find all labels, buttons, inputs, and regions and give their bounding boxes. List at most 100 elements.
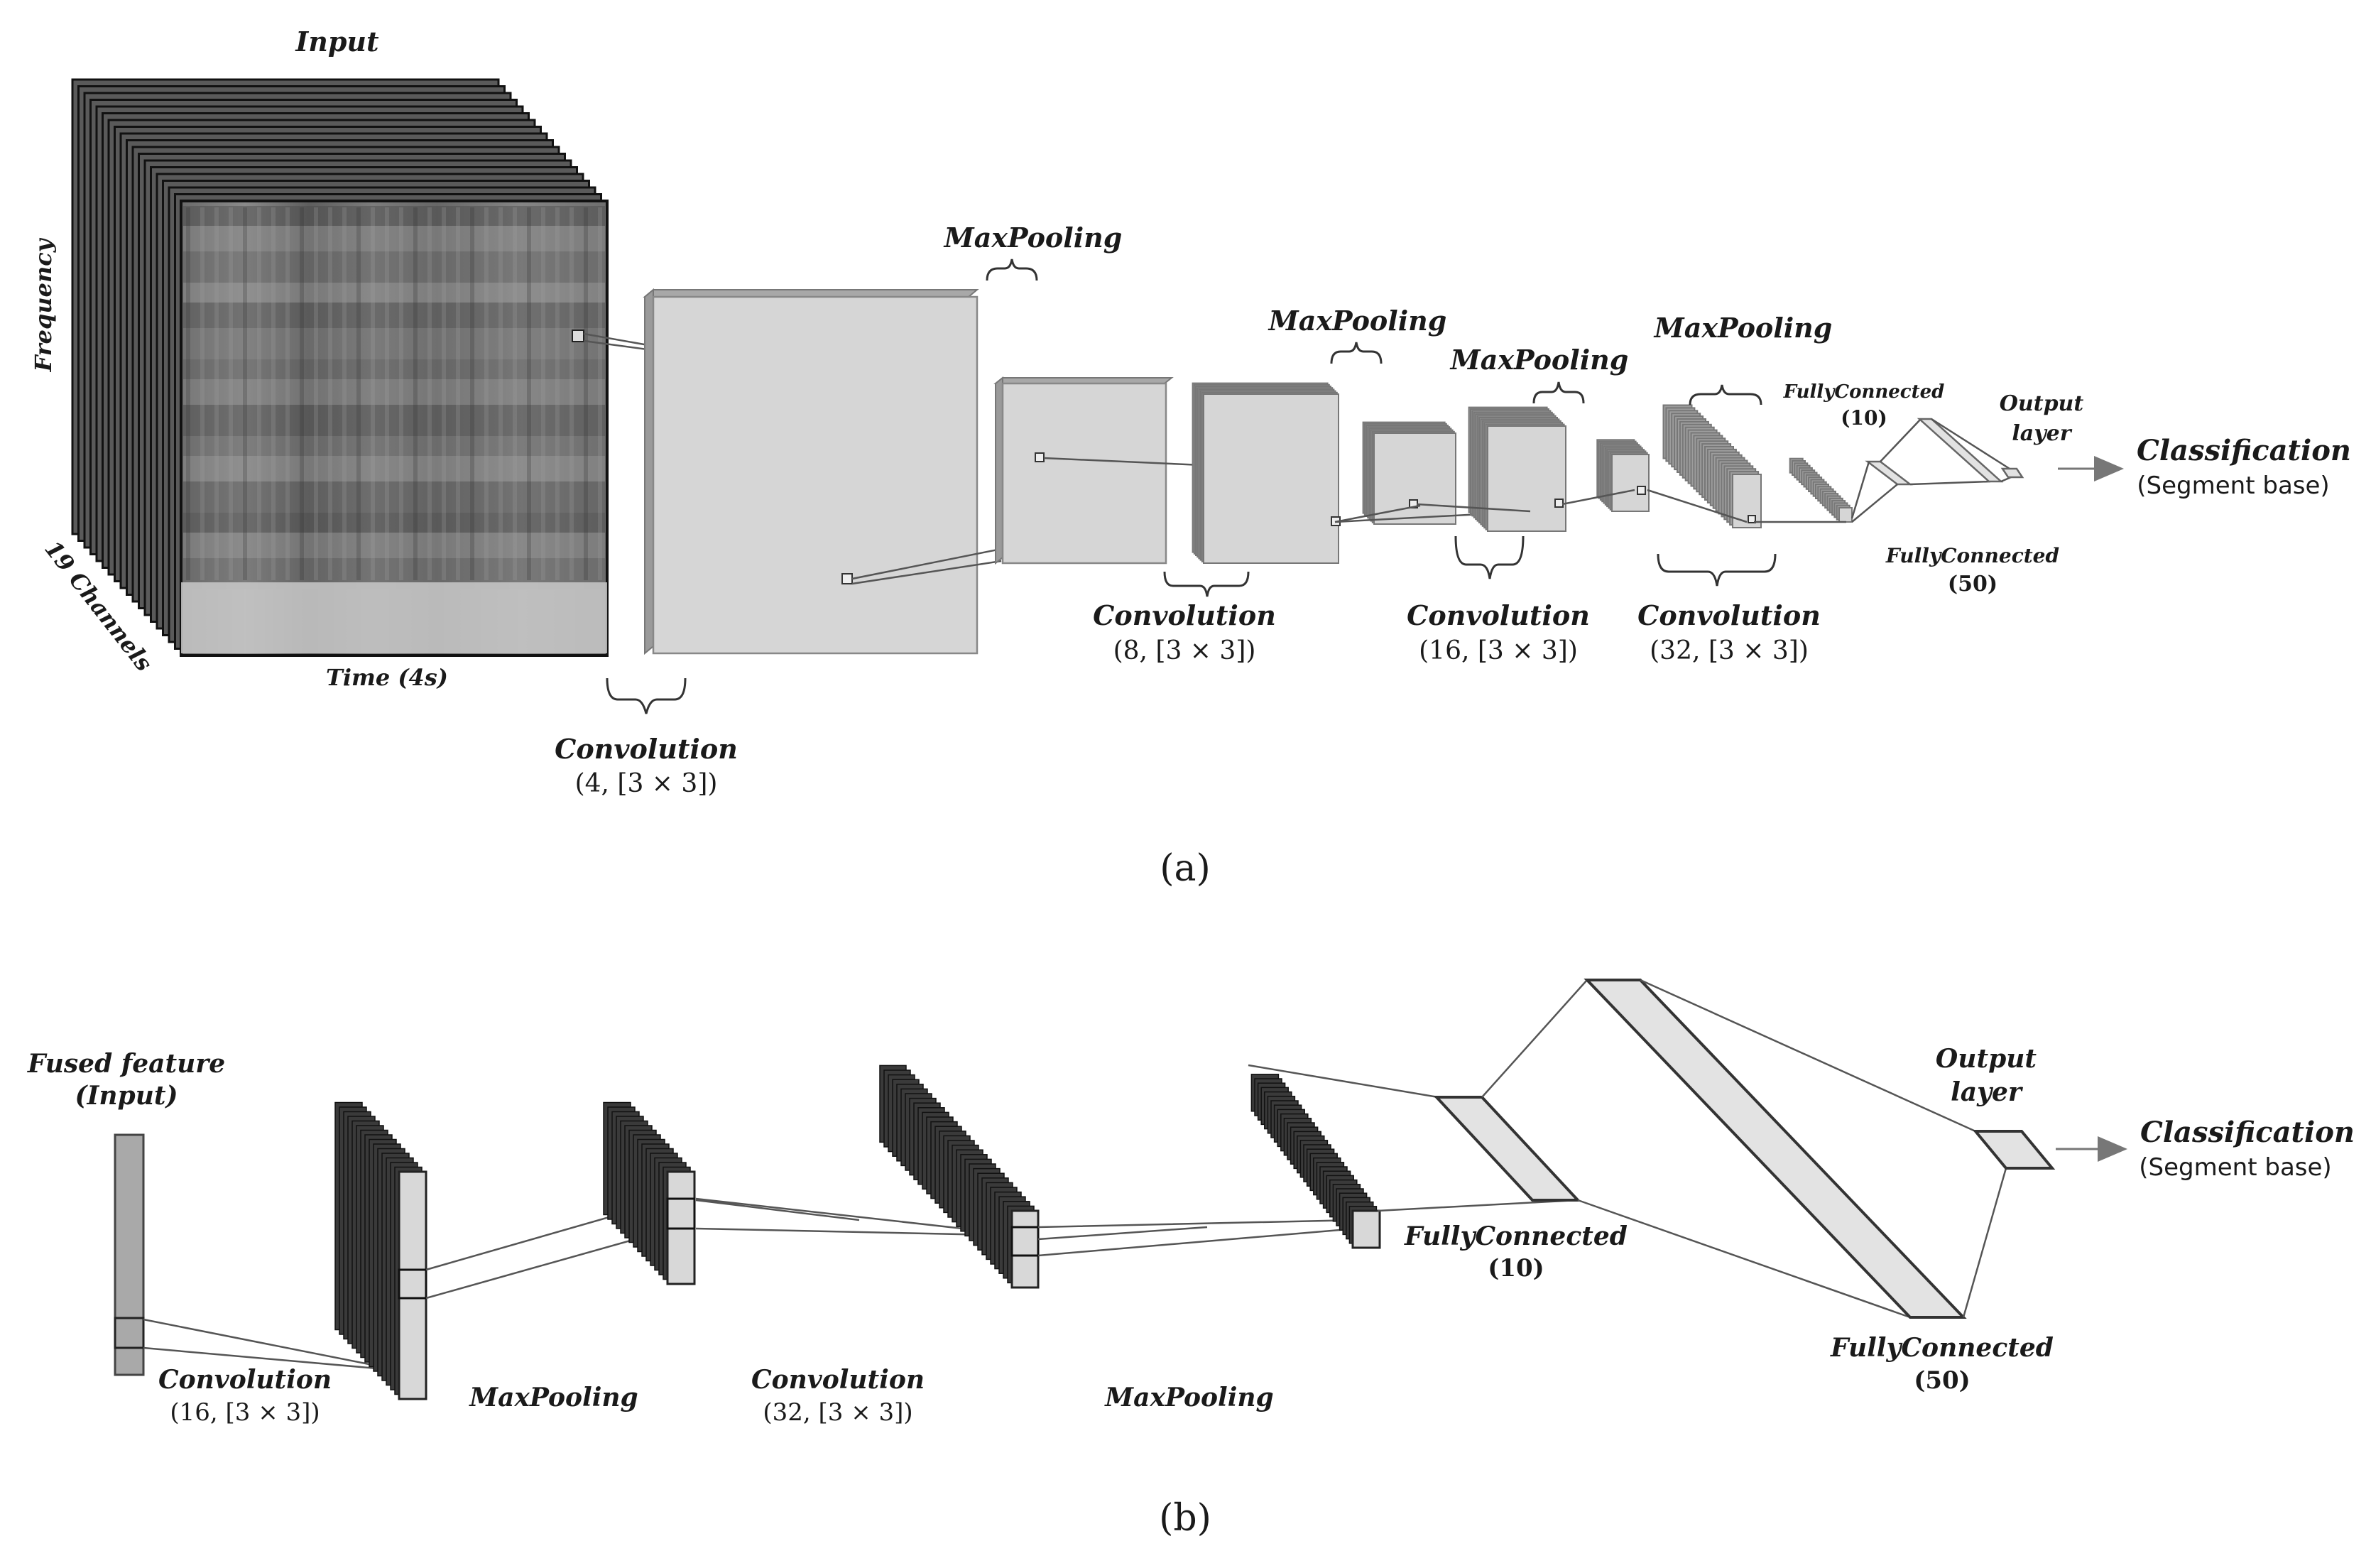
spectrogram-column [498, 207, 503, 580]
b-input-kernel [114, 1317, 145, 1349]
feature-map [1838, 507, 1853, 523]
spectrogram-band [183, 206, 605, 226]
input-label: Input [295, 26, 379, 58]
spectrogram-band [183, 283, 605, 303]
receptive-field-marker [1554, 499, 1564, 508]
spectrogram-low-band [181, 582, 607, 653]
receptive-field-marker [1637, 486, 1646, 495]
pool1-label: MaxPooling [943, 222, 1123, 254]
spectrogram-column [356, 207, 361, 580]
fc10-a-title: FullyConnected [1783, 381, 1945, 403]
frequency-label: Frequency [30, 237, 57, 372]
spectrogram-column [385, 207, 389, 580]
b-input-line2: (Input) [75, 1081, 178, 1111]
b-pool1-label: MaxPooling [468, 1383, 638, 1412]
conv1-params: (4, [3 × 3]) [575, 769, 718, 798]
spectrogram-column [584, 207, 588, 580]
output-a-layer [2000, 467, 2024, 479]
feature-map [1373, 432, 1456, 525]
b-fc50-layer [1584, 979, 1967, 1319]
kernel-window [1010, 1226, 1040, 1257]
spectrogram-column [484, 207, 489, 580]
spectrogram-column [413, 207, 418, 580]
b-input-line1: Fused feature [27, 1049, 225, 1079]
b-pool2-label: MaxPooling [1103, 1383, 1273, 1412]
spectrogram-band [183, 533, 605, 558]
spectrogram-column [200, 207, 205, 580]
spectrogram-band [183, 251, 605, 283]
spectrogram-column [541, 207, 545, 580]
receptive-field-marker [572, 330, 584, 342]
conv4-block [1662, 404, 1762, 528]
b-connector-fc50-output [1640, 979, 2007, 1318]
pool2-block [1362, 421, 1456, 525]
conv2-title: Convolution [1093, 599, 1276, 631]
panel-a: Input Frequency 19 Channels Time (4s) Co… [30, 26, 2351, 890]
b-connector-conv2-pool2 [1037, 1219, 1357, 1257]
spectrogram-column [399, 207, 403, 580]
spectrogram-column [371, 207, 375, 580]
receptive-field-marker [1748, 515, 1756, 523]
b-output-line2: layer [1951, 1077, 2024, 1107]
feature-map [1203, 393, 1339, 564]
connector-conv3-pool3 [1561, 489, 1635, 506]
conv2-block [1192, 382, 1341, 564]
connector-pool2-conv3 [1416, 503, 1531, 513]
spectrogram-column [186, 207, 190, 580]
spectrogram-column [442, 207, 446, 580]
time-label: Time (4s) [326, 664, 448, 691]
b-conv2-stack [879, 1065, 1040, 1289]
pool4-brace [1689, 384, 1762, 405]
connector-fc10-fc50 [1880, 418, 1991, 486]
conv2-brace [1163, 571, 1250, 597]
b-input-bar [114, 1133, 145, 1376]
spectrogram-column [527, 207, 531, 580]
b-connector-input-conv1 [143, 1318, 402, 1372]
spectrogram-column [470, 207, 474, 580]
spectrogram-column [314, 207, 318, 580]
conv1-brace [606, 677, 687, 714]
spectrogram-column [569, 207, 574, 580]
caption-a: (a) [1160, 847, 1211, 890]
spectrogram-column [456, 207, 460, 580]
classification-b: Classification [2140, 1116, 2355, 1149]
spectrogram-column [427, 207, 432, 580]
connector-conv1-pool1-b [851, 560, 1002, 585]
pool4-block [1789, 457, 1853, 523]
spectrogram-band [183, 359, 605, 379]
feature-map-front [1010, 1209, 1040, 1289]
b-output-line1: Output [1936, 1044, 2037, 1074]
connector-pool4-fc10 [1851, 461, 1898, 523]
spectrogram-band [183, 456, 605, 481]
spectrogram-column [257, 207, 261, 580]
pool4-label: MaxPooling [1653, 312, 1833, 344]
spectrogram-band [183, 303, 605, 328]
fc10-a-params: (10) [1841, 406, 1887, 430]
connector-fc50-output [1931, 418, 2012, 483]
segment-b: (Segment base) [2139, 1153, 2331, 1182]
spectrogram-band [183, 226, 605, 251]
pool3-label: MaxPooling [1449, 344, 1629, 376]
b-conv2-params: (32, [3 × 3]) [763, 1398, 912, 1427]
pool3-block [1596, 439, 1650, 512]
spectrogram-column [555, 207, 560, 580]
conv3-params: (16, [3 × 3]) [1419, 636, 1578, 665]
feature-map-front [1351, 1209, 1381, 1249]
b-fc50-params: (50) [1914, 1366, 1971, 1395]
fc50-a-title: FullyConnected [1885, 544, 2059, 567]
b-fc10-params: (10) [1488, 1254, 1544, 1283]
conv4-title: Convolution [1637, 599, 1821, 631]
spectrogram-band [183, 405, 605, 436]
kernel-window [398, 1268, 427, 1300]
feature-map-front [398, 1170, 427, 1400]
spectrogram-band [183, 436, 605, 456]
spectrogram-band [183, 513, 605, 533]
conv3-title: Convolution [1407, 599, 1590, 631]
conv4-params: (32, [3 × 3]) [1650, 636, 1809, 665]
conv4-brace [1657, 553, 1777, 587]
caption-b: (b) [1159, 1497, 1211, 1540]
pool1-brace [986, 258, 1038, 281]
panel-b: Fused feature (Input) Convolution (16, [… [27, 979, 2355, 1540]
b-output-layer [1972, 1130, 2056, 1170]
